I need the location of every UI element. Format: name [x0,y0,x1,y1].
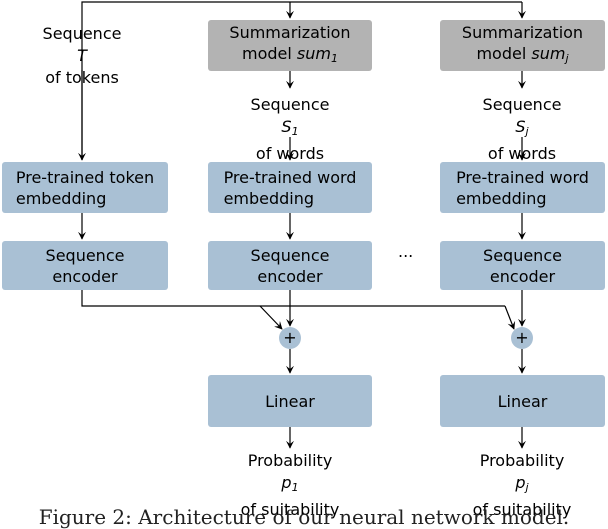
probability-j-label: Probability pj of suitability [450,450,594,521]
concat-1-symbol: + [283,328,297,347]
sequence-1-var: S [281,117,292,136]
summarizer-1-var: sum [296,44,331,63]
word-embedding-1-line1: Pre-trained word [223,167,357,187]
linear-j-label: Linear [497,391,548,411]
sequence-1-sub: 1 [291,125,299,138]
token-embedding-line2: embedding [15,188,107,208]
token-encoder-line1: Sequence [45,245,125,265]
concat-1-node: + [279,327,301,349]
probability-1-label: Probability p1 of suitability [218,450,362,521]
summarizer-j-sub: j [565,52,569,65]
input-sequence-label: Sequence T of tokens [20,23,144,89]
word-embedding-j-line2: embedding [456,188,547,208]
sequence-1-label: Sequence S1 of words [226,94,354,165]
word-embedding-1-line2: embedding [223,188,315,208]
word-encoder-j-line2: encoder [489,266,556,286]
linear-1-label: Linear [265,391,315,411]
input-label-var: T [77,46,87,65]
summarizer-1-box: Summarization model sum1 [208,20,372,71]
linear-1-box: Linear [208,375,372,427]
summarizer-j-var: sum [531,44,566,63]
ellipsis: ... [398,242,414,261]
word-encoder-1-line2: encoder [257,266,323,286]
probability-1-line2: of suitability [240,500,340,519]
probability-j-var: p [515,473,526,492]
word-encoder-1-line1: Sequence [250,245,330,265]
sequence-j-line2: of words [487,144,557,163]
summarizer-1-line1: Summarization [229,23,351,42]
summarizer-j-line1: Summarization [461,23,584,42]
figure-caption: Figure 2: Architecture of our neural net… [38,505,570,529]
summarizer-j-box: Summarization model sumj [440,20,605,71]
sequence-j-text: Sequence [482,95,562,114]
sequence-1-text: Sequence [250,95,330,114]
sequence-1-line2: of words [255,144,325,163]
summarizer-j-line2: model [476,44,527,63]
probability-1-sub: 1 [291,481,299,494]
token-encoder-line2: encoder [52,266,118,286]
linear-j-box: Linear [440,375,605,427]
concat-j-node: + [511,327,533,349]
probability-j-line2: of suitability [472,500,572,519]
token-embedding-line1: Pre-trained token [15,167,155,187]
summarizer-1-line2: model [242,44,292,63]
input-label-text: Sequence [42,24,122,43]
sequence-j-var: S [515,117,526,136]
token-encoder-broadcast [81,290,505,307]
probability-j-text: Probability [479,451,565,470]
probability-j-sub: j [525,481,529,494]
word-embedding-j-line1: Pre-trained word [456,167,589,187]
word-encoder-j-line1: Sequence [483,245,562,265]
summarizer-1-sub: 1 [330,52,338,65]
sequence-j-sub: j [525,125,529,138]
probability-1-var: p [281,473,292,492]
probability-1-text: Probability [247,451,333,470]
input-label-line2: of tokens [45,68,119,87]
concat-j-symbol: + [515,328,529,347]
sequence-j-label: Sequence Sj of words [458,94,586,165]
